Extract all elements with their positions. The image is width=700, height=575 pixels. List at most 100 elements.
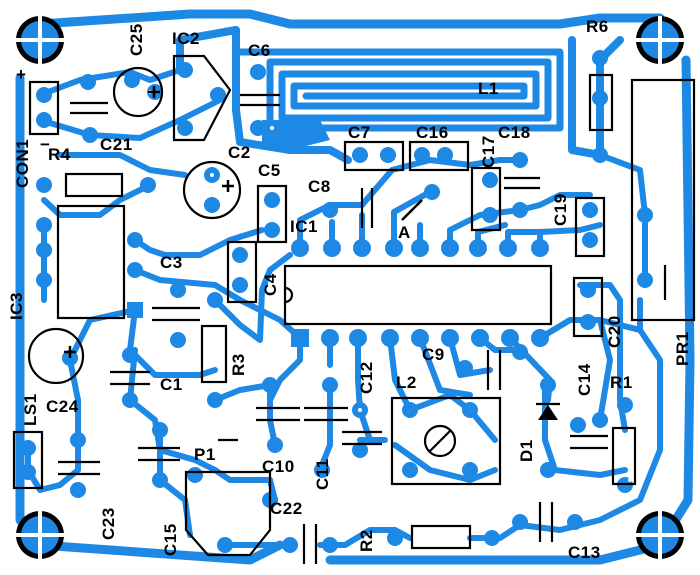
capacitor-c7-outline xyxy=(343,140,405,172)
label-c16: C16 xyxy=(416,123,449,142)
capacitor-c23-symbol xyxy=(58,460,100,476)
label-l1: L1 xyxy=(478,79,499,98)
pad-drill-holes xyxy=(118,90,632,482)
label-c15: C15 xyxy=(161,523,180,556)
label-l2: L2 xyxy=(396,373,417,392)
label-d1: D1 xyxy=(517,439,536,462)
con1-outline xyxy=(28,80,60,136)
label-c1: C1 xyxy=(160,375,183,394)
capacitor-c10-symbol xyxy=(256,406,300,422)
label-c22: C22 xyxy=(270,499,303,518)
capacitor-c14-symbol xyxy=(570,434,608,450)
label-c14: C14 xyxy=(575,363,594,396)
label-c19: C19 xyxy=(551,193,570,226)
label-c20: C20 xyxy=(605,315,624,348)
test-point-a-marker xyxy=(401,199,423,221)
capacitor-c8-symbol xyxy=(360,188,374,228)
label-c11: C11 xyxy=(313,458,332,490)
capacitor-c18-symbol xyxy=(504,176,540,190)
capacitor-c16-outline xyxy=(408,140,470,172)
trace-top-main xyxy=(176,26,624,164)
label-c4: C4 xyxy=(261,273,280,296)
label-c13: C13 xyxy=(568,543,601,562)
label-p1: P1 xyxy=(194,445,216,464)
label-r6: R6 xyxy=(586,17,609,36)
label-c12: C12 xyxy=(357,361,376,394)
label-ls1: LS1 xyxy=(21,393,40,426)
label-r1: R1 xyxy=(610,373,633,392)
capacitor-c5-outline xyxy=(256,184,288,244)
resistor-r1-outline xyxy=(611,426,637,486)
label-c6: C6 xyxy=(248,41,271,60)
capacitor-c9-symbol xyxy=(486,350,502,390)
label-c7: C7 xyxy=(348,123,371,142)
label-r2: R2 xyxy=(357,529,376,552)
component-pads xyxy=(20,50,653,553)
capacitor-c2-outline xyxy=(182,160,242,220)
capacitor-c6-symbol xyxy=(240,93,280,107)
trace-right-side xyxy=(517,152,663,533)
label-a: A xyxy=(398,223,411,242)
label-c2: C2 xyxy=(228,143,251,162)
capacitor-c19-outline xyxy=(574,196,606,258)
label-c25: C25 xyxy=(127,23,146,56)
label-con1-minus: − xyxy=(40,135,50,154)
label-con1-plus: + xyxy=(16,65,26,84)
ic2-outline xyxy=(172,54,232,142)
label-ic3: IC3 xyxy=(7,292,26,320)
resistor-r2-outline xyxy=(410,524,472,550)
label-c24: C24 xyxy=(46,397,79,416)
capacitor-c13-symbol xyxy=(538,502,554,542)
inductor-l2-core xyxy=(423,424,457,458)
pads xyxy=(16,16,684,559)
label-c17: C17 xyxy=(479,135,498,168)
ic3-outline xyxy=(56,204,126,320)
label-r3: R3 xyxy=(229,353,248,376)
capacitor-c11-symbol xyxy=(304,406,348,422)
mounting-hole-bottom-left xyxy=(16,511,64,559)
capacitor-c22-symbol xyxy=(302,524,318,564)
capacitor-c21-symbol xyxy=(70,101,108,115)
label-pr1: PR1 xyxy=(673,331,692,366)
label-c8: C8 xyxy=(308,177,331,196)
capacitor-c4-outline xyxy=(226,240,258,304)
pot-p1-outline xyxy=(184,470,272,557)
label-c5: C5 xyxy=(258,161,281,180)
speaker-ls1-outline xyxy=(12,430,44,490)
label-c10: C10 xyxy=(262,457,295,476)
resistor-r4-outline xyxy=(64,172,124,198)
mounting-hole-top-left xyxy=(16,16,64,64)
capacitor-c20-outline xyxy=(572,276,604,338)
silkscreen xyxy=(12,54,696,564)
trace-mid-links xyxy=(212,252,498,483)
inductor-l1-spiral xyxy=(232,48,564,132)
capacitor-c24-outline xyxy=(27,327,85,385)
label-con1: CON1 xyxy=(13,139,32,188)
resistor-r3-outline xyxy=(200,324,228,384)
reference-designators: C25 IC2 C6 R6 L1 C21 CON1 + − R4 C2 C5 C… xyxy=(7,17,692,562)
capacitor-c12-symbol xyxy=(342,430,382,446)
label-r4: R4 xyxy=(48,145,71,164)
pr1-outline xyxy=(630,78,696,322)
ic1-pads xyxy=(291,239,549,347)
inductor-l2-outline xyxy=(390,396,502,486)
polarity-marks xyxy=(64,86,234,358)
capacitor-c15-symbol xyxy=(138,446,180,462)
label-c21: C21 xyxy=(100,135,133,154)
label-ic2: IC2 xyxy=(172,29,200,48)
label-c9: C9 xyxy=(422,345,445,364)
label-c3: C3 xyxy=(160,253,183,272)
label-c18: C18 xyxy=(498,123,531,142)
ground-ring-trace xyxy=(15,9,695,565)
capacitor-c25-outline xyxy=(112,66,164,118)
mounting-hole-bottom-right xyxy=(636,511,684,559)
ic1-outline xyxy=(283,264,553,326)
capacitor-c1-symbol xyxy=(110,370,150,386)
capacitor-c17-outline xyxy=(470,166,502,232)
copper-pour-c6 xyxy=(262,120,330,150)
label-ic1: IC1 xyxy=(290,217,318,236)
resistor-r6-outline xyxy=(588,73,614,132)
mounting-hole-top-right xyxy=(636,16,684,64)
capacitor-c3-symbol xyxy=(152,306,200,322)
